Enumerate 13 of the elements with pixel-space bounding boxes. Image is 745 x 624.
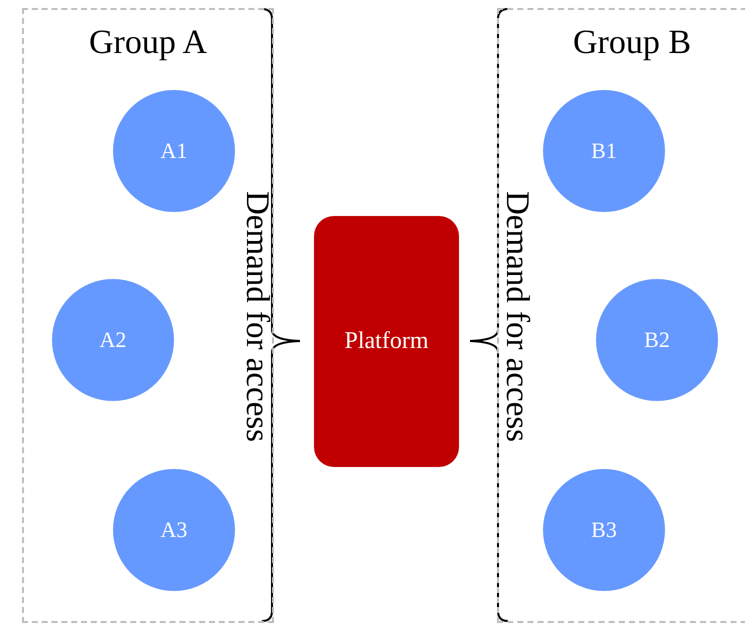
- brace-label: Demand for access: [498, 190, 535, 442]
- group-title: Group A: [88, 24, 208, 62]
- circle-node: A1: [113, 90, 235, 212]
- brace-label: Demand for access: [238, 190, 275, 442]
- group-frame: [22, 8, 274, 623]
- group-title: Group B: [572, 24, 692, 62]
- circle-node: A3: [113, 469, 235, 591]
- circle-node: B2: [596, 279, 718, 401]
- circle-node: A2: [52, 279, 174, 401]
- circle-node: B3: [543, 469, 665, 591]
- circle-node: B1: [543, 90, 665, 212]
- platform-box: Platform: [314, 216, 459, 467]
- group-frame: [497, 8, 745, 623]
